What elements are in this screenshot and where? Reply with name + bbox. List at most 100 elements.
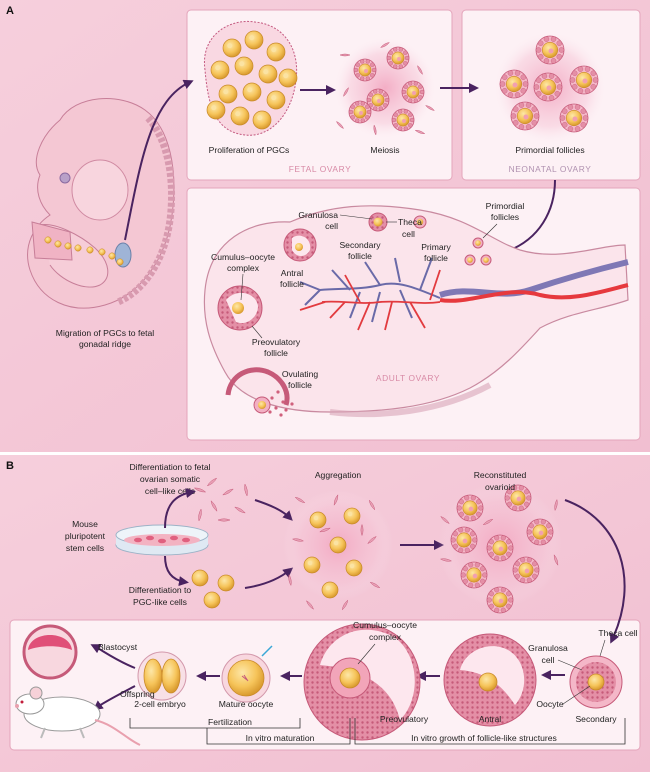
- artery-branch: [299, 301, 326, 311]
- preovulatory-leader: [251, 325, 263, 339]
- preovulatory-follicle-b: [303, 623, 421, 741]
- pgc-cell: [244, 30, 264, 50]
- artery-branch: [329, 301, 346, 319]
- aggregated-pgc: [309, 511, 327, 529]
- pgc-cell: [234, 56, 254, 76]
- adult-primary-follicle: [413, 215, 427, 229]
- vein-branch: [349, 291, 361, 319]
- aggregated-somatic: [333, 494, 339, 506]
- artery-branch: [357, 301, 371, 331]
- oocyte-label: Oocyte: [536, 699, 563, 709]
- theca-cell-label-line1: Theca: [398, 217, 422, 227]
- somatic-cell: [380, 42, 390, 48]
- somatic-cell: [335, 120, 345, 130]
- dish-cell: [134, 537, 142, 543]
- diff-fetal-label-line1: Differentiation to fetal: [129, 462, 210, 472]
- embryo-pgc: [116, 258, 124, 266]
- aggregation-cluster: [283, 490, 393, 611]
- primordial-follicles-label-line1: Primordial: [486, 201, 525, 211]
- embryo-pgc: [64, 242, 72, 250]
- diff-pgc-label-line2: PGC-like cells: [133, 597, 187, 607]
- adult-secondary-follicle: [368, 212, 388, 232]
- adult-ovulating-follicle: [225, 367, 294, 417]
- ovulation-cell: [290, 402, 294, 406]
- dish-to-pgc-arrow: [164, 555, 189, 587]
- vein-branch: [419, 257, 433, 291]
- somatic-like-cell: [193, 487, 207, 493]
- aggregated-somatic: [367, 536, 377, 544]
- vein-branch: [399, 289, 413, 319]
- aggregated-somatic: [341, 599, 349, 611]
- secondary-follicle-b: [569, 655, 623, 709]
- primordial-follicles-label-line2: follicles: [491, 212, 519, 222]
- reconstituted-label-line1: Reconstituted: [474, 470, 527, 480]
- somatic-like-cell: [222, 488, 234, 496]
- embryo-to-offspring-arrow: [92, 685, 136, 711]
- pgc-cell: [210, 60, 230, 80]
- primordial-follicles-top-label: Primordial follicles: [515, 145, 584, 155]
- somatic-cell: [373, 124, 377, 136]
- granulosa-b-label-line2: cell: [542, 655, 555, 665]
- ovarioid-follicle: [512, 556, 540, 584]
- meiosis-label: Meiosis: [370, 145, 399, 155]
- aggregated-somatic: [360, 523, 364, 537]
- mouse-embryo: [27, 98, 176, 309]
- two-cell-embryo: [137, 651, 187, 701]
- meiotic-cell: [386, 46, 410, 70]
- two-cell-label: 2-cell embryo: [134, 699, 186, 709]
- somatic-like-cell: [206, 477, 218, 487]
- antral-follicle-b: [443, 633, 537, 727]
- aggregated-somatic: [319, 527, 331, 533]
- somatic-cell: [425, 105, 435, 111]
- antral-follicle-label-line1: Antral: [281, 268, 304, 278]
- diff-fetal-label-line2: ovarian somatic: [140, 474, 201, 484]
- embryo-pgc: [108, 252, 116, 260]
- vein-branch: [364, 261, 381, 286]
- embryo-pgc: [74, 244, 82, 252]
- pgc-cell: [278, 68, 298, 88]
- granulosa-cell-label-line1: Granulosa: [298, 210, 338, 220]
- preovulatory-follicle-label-line1: Preovulatory: [252, 337, 301, 347]
- dish-cell: [182, 537, 190, 543]
- mature-oocyte-label: Mature oocyte: [219, 699, 274, 709]
- antral-b-label: Antral: [479, 714, 502, 724]
- embryo-pgc: [98, 248, 106, 256]
- primordial-follicle: [559, 103, 589, 133]
- aggregated-somatic: [294, 496, 306, 504]
- primary-follicle-label-line1: Primary: [421, 242, 451, 252]
- vein-branch: [304, 289, 321, 306]
- somatic-to-aggregation-arrow: [254, 499, 293, 521]
- embryo-to-blastocyst-arrow: [90, 644, 136, 669]
- granulosa-b-leader: [557, 659, 583, 671]
- pgc-cell: [230, 106, 250, 126]
- blastocyst: [22, 624, 78, 680]
- aggregated-pgc: [345, 559, 363, 577]
- cumulus-label-line2: complex: [227, 263, 260, 273]
- adult-ovary-caption: ADULT OVARY: [376, 373, 440, 383]
- pgc-cell: [252, 110, 272, 130]
- somatic-like-cell: [244, 483, 248, 497]
- somatic-like-cell: [217, 518, 231, 522]
- ovarioid-follicle: [450, 526, 478, 554]
- vein-branch: [331, 269, 351, 291]
- diff-fetal-label-line3: cell–like cells: [145, 486, 195, 496]
- aggregated-pgc: [329, 536, 347, 554]
- meiotic-cell: [391, 108, 415, 132]
- panel-b-letter: B: [6, 460, 14, 472]
- vein-branch: [299, 281, 321, 291]
- blastocyst-label: Blastocyst: [98, 642, 138, 652]
- ovulation-cell: [274, 406, 278, 410]
- ovarioid-somatic: [554, 498, 558, 512]
- ovulating-follicle-label-line2: follicle: [288, 380, 312, 390]
- migration-label-line1: Migration of PGCs to fetal: [56, 328, 154, 338]
- pgc-cell: [222, 38, 242, 58]
- aggregated-somatic: [369, 581, 381, 589]
- ovulation-cell: [276, 390, 280, 394]
- pgc-proliferation-cluster: [204, 20, 298, 136]
- offspring-mouse: [15, 686, 141, 746]
- neonatal-to-adult-arrow: [501, 179, 556, 255]
- aggregated-pgc: [303, 556, 321, 574]
- granulosa-cell-label-line2: cell: [325, 221, 338, 231]
- pgc-cell: [218, 84, 238, 104]
- primary-follicle-label-line2: follicle: [424, 253, 448, 263]
